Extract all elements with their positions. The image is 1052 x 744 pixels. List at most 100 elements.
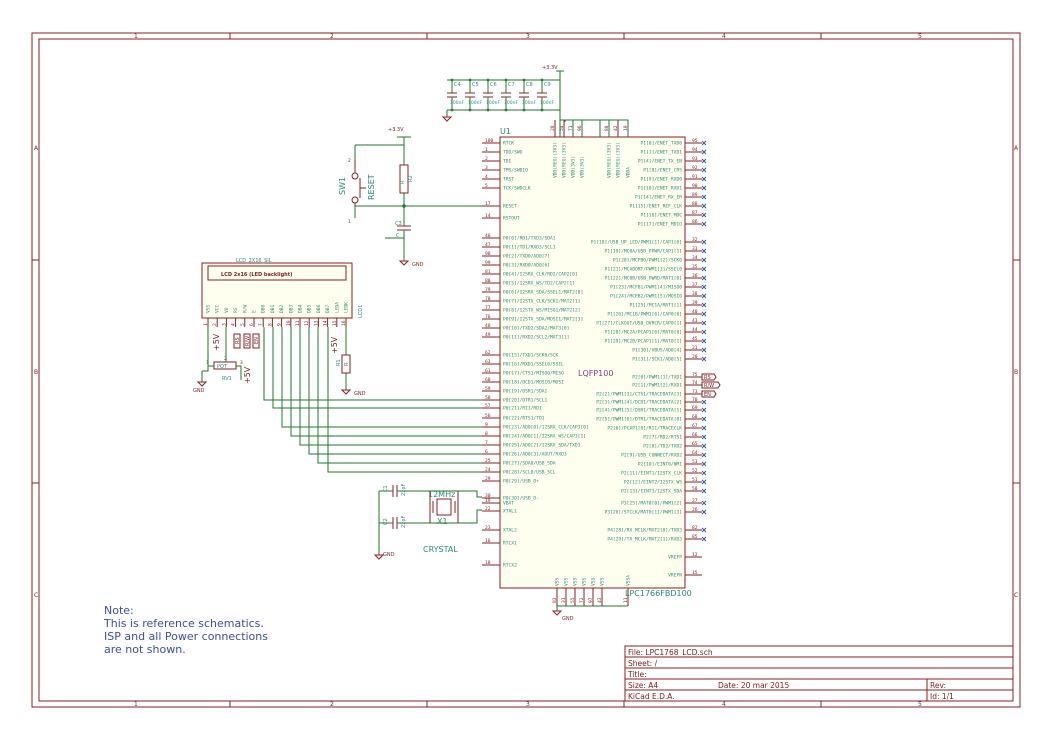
mcu-right-pin-name: P1[31]/SCK1/AD0[5] — [632, 357, 682, 363]
mcu-right-pin-number: 45 — [692, 336, 698, 342]
mcu-top-pin-name: VDD(REG)(3V3) — [616, 142, 622, 178]
mcu-bottom-pin-number: 72 — [579, 597, 585, 603]
mcu-right-pin-name: P2[1]/PWM1[2]/RXD1 — [632, 383, 682, 389]
row-label-left-c: C — [34, 592, 38, 599]
mcu-left-pin-number: 9 — [485, 422, 488, 428]
mcu-bottom-pin-name: VSS — [591, 577, 597, 586]
mcu-right-pin-name: P1[15]/ENET_REF_CLK — [629, 204, 682, 210]
mcu-right-pin-number: 75 — [692, 372, 698, 378]
mcu-left-pin-name: P0[25]/AD0[2]/I2SRX_SDA/TXD3 — [503, 443, 581, 449]
reset-3v3-label: +3.3V — [388, 127, 404, 133]
mcu-right-pin-number: 27 — [692, 498, 698, 504]
lcd-vcc-label: +5V — [212, 333, 221, 351]
mcu-right-pin-name: P1[0]/ENET_TXD0 — [641, 141, 683, 147]
mcu-right-pin-name: P1[16]/ENET_MDC — [641, 213, 683, 219]
mcu-left-pin-name: TCK/SWDCLK — [503, 186, 531, 192]
mcu-left-pin-number: 76 — [485, 314, 491, 320]
mcu-right-pin-number: 32 — [692, 237, 698, 243]
mcu-left-pin-name: P0[20]/DTR1/SCL1 — [503, 398, 547, 404]
mcu-right-pin-number: 36 — [692, 273, 698, 279]
crystal-caption: CRYSTAL — [423, 545, 458, 554]
mcu-right-pin-name: P1[27]/CLKOUT/USB_OVRCR/CAP0[1] — [596, 321, 682, 327]
mcu-top-pin-name: VDDA — [626, 167, 632, 178]
mcu-right-pin-name: VREFP — [668, 555, 682, 561]
mcu-left-pin-name: RESET — [503, 204, 517, 210]
mcu-bottom-pin-name: VSS — [582, 577, 588, 586]
lcd-pin-name: VSS — [206, 304, 212, 313]
mcu-right-pin-name: P1[25]/MC1A/MAT1[1] — [629, 303, 682, 309]
mcu-left-pin-number: 25 — [485, 458, 491, 464]
mcu-right-pin-name: P1[4]/ENET_TX_EN — [638, 159, 682, 165]
decoupling-cap-ref: C5 — [472, 82, 479, 88]
mcu-right-pin-number: 94 — [692, 147, 698, 153]
note-line-2: This is reference schematics. — [103, 617, 264, 630]
mcu-left-pin-number: 24 — [485, 467, 491, 473]
sheet-frame: 1 2 3 4 5 1 2 3 4 5 A B C A B C — [31, 32, 1021, 708]
mcu-left-pin-name: P0[23]/AD0[0]/I2SRX_CLK/CAP3[0] — [503, 425, 589, 431]
mcu-right-pin-number: 73 — [692, 389, 698, 395]
mcu-left-pin-number: 5 — [485, 183, 488, 189]
lcd-body — [201, 262, 353, 319]
r1-value: R — [344, 362, 350, 366]
lcd-rw-label: R/W — [245, 336, 251, 346]
mcu-left-pin-name: TDI — [503, 159, 512, 165]
mcu-right-pin-number: 74 — [692, 380, 698, 386]
mcu-right-pin-name: P2[7]/RD2/RTS1 — [643, 435, 682, 441]
decoupling-cap-ref: C7 — [508, 82, 515, 88]
mcu-left-pin-name: P0[2]/TXD0/AD0[7] — [503, 254, 550, 260]
mcu-right-pin-number: 26 — [692, 507, 698, 513]
lcd-pin-number: 16 — [341, 320, 347, 326]
mcu-left-pin-number: 60 — [485, 377, 491, 383]
c1-value: 22pF — [401, 483, 407, 496]
lcd-pin-number: 15 — [332, 320, 338, 326]
decoupling-3v3-label: +3.3V — [542, 65, 558, 71]
mcu-left-pin-name: XTAL1 — [503, 509, 517, 515]
mcu-left-pin-number: 98 — [485, 251, 491, 257]
mcu-gnd: GND — [551, 605, 628, 622]
resistor-r2 — [399, 164, 409, 194]
col-label-bottom-2: 2 — [330, 701, 334, 708]
sw1-ref: SW1 — [338, 177, 347, 195]
mcu-left-pin-name: P0[9]/I2STX_SDA/MOSI1/MAT2[3] — [503, 317, 583, 323]
lcd-pin-name: DB1 — [270, 304, 276, 313]
col-label-top-1: 1 — [134, 33, 138, 40]
c3-value: C — [396, 233, 400, 239]
r1-ref: R1 — [336, 359, 342, 366]
mcu-left-pin-name: P0[28]/SCL0/USB_SCL — [503, 470, 556, 476]
reset-circuit: +3.3V R2 R C3 C GND 2 1 SW1 RESET — [338, 127, 482, 268]
mcu-left-pin-number: 99 — [485, 260, 491, 266]
mcu-left-pin-number: 61 — [485, 368, 491, 374]
mcu-left-pin-number: 19 — [485, 498, 491, 504]
mcu-package: LQFP100 — [578, 369, 613, 378]
col-label-bottom-4: 4 — [722, 701, 726, 708]
mcu-right-pin-number: 93 — [692, 156, 698, 162]
mcu-left-pin-name: TMS/SWDIO — [503, 168, 528, 174]
mcu-right-pin-number: 12 — [692, 552, 698, 558]
decoupling-cap-value: 100nF — [504, 100, 518, 106]
note-line-1: Note: — [104, 604, 134, 617]
mcu-left-pin-name: RSTOUT — [503, 216, 520, 222]
mcu-left-pin-name: RTCX2 — [503, 563, 517, 569]
lcd-pin-number: 13 — [313, 320, 319, 326]
lcd-pin-number: 4 — [231, 323, 237, 326]
mcu-left-pin-name: P0[18]/DCD1/MOSI0/MOSI — [503, 380, 564, 386]
mcu-right-pin-number: 95 — [692, 138, 698, 144]
mcu-bottom-pin-name: VSS — [564, 577, 570, 586]
mcu-part: LPC1766FBD100 — [625, 589, 692, 598]
mcu-left-pin-name: P0[7]/I2STX_CLK/SCK1/MAT2[1] — [503, 299, 580, 305]
decoupling-caps: +3.3V C4100nFC5100nFC6100nFC7100nFC8100n… — [441, 65, 629, 137]
mcu-right-pin-number: 92 — [692, 165, 698, 171]
lcd-pin-name: VCC — [215, 304, 221, 313]
tb-tool: KiCad E.D.A. — [628, 692, 675, 701]
mcu-right-pin-name: P1[29]/MC2B/PCAP1[1]/MAT0[1] — [605, 339, 682, 345]
row-label-left-a: A — [34, 145, 39, 152]
mcu-right-pin-name: P1[19]/MC0A/USB_PPWR/CAP1[1] — [605, 249, 682, 255]
mcu-left-pin-number: 8 — [485, 431, 488, 437]
mcu-right-pin-name: P2[9]/USB_CONNECT/RXD2 — [621, 453, 682, 459]
mcu-bottom-pin-name: VSS — [573, 577, 579, 586]
mcu-left-pin-number: 4 — [485, 174, 488, 180]
c1-ref: C1 — [383, 485, 389, 492]
mcu-right-pin-name: P1[28]/MC2A/PCAP1[0]/MAT0[0] — [605, 330, 682, 336]
title-block: File: LPC1768_LCD.sch Sheet: / Title: Si… — [624, 645, 1014, 702]
